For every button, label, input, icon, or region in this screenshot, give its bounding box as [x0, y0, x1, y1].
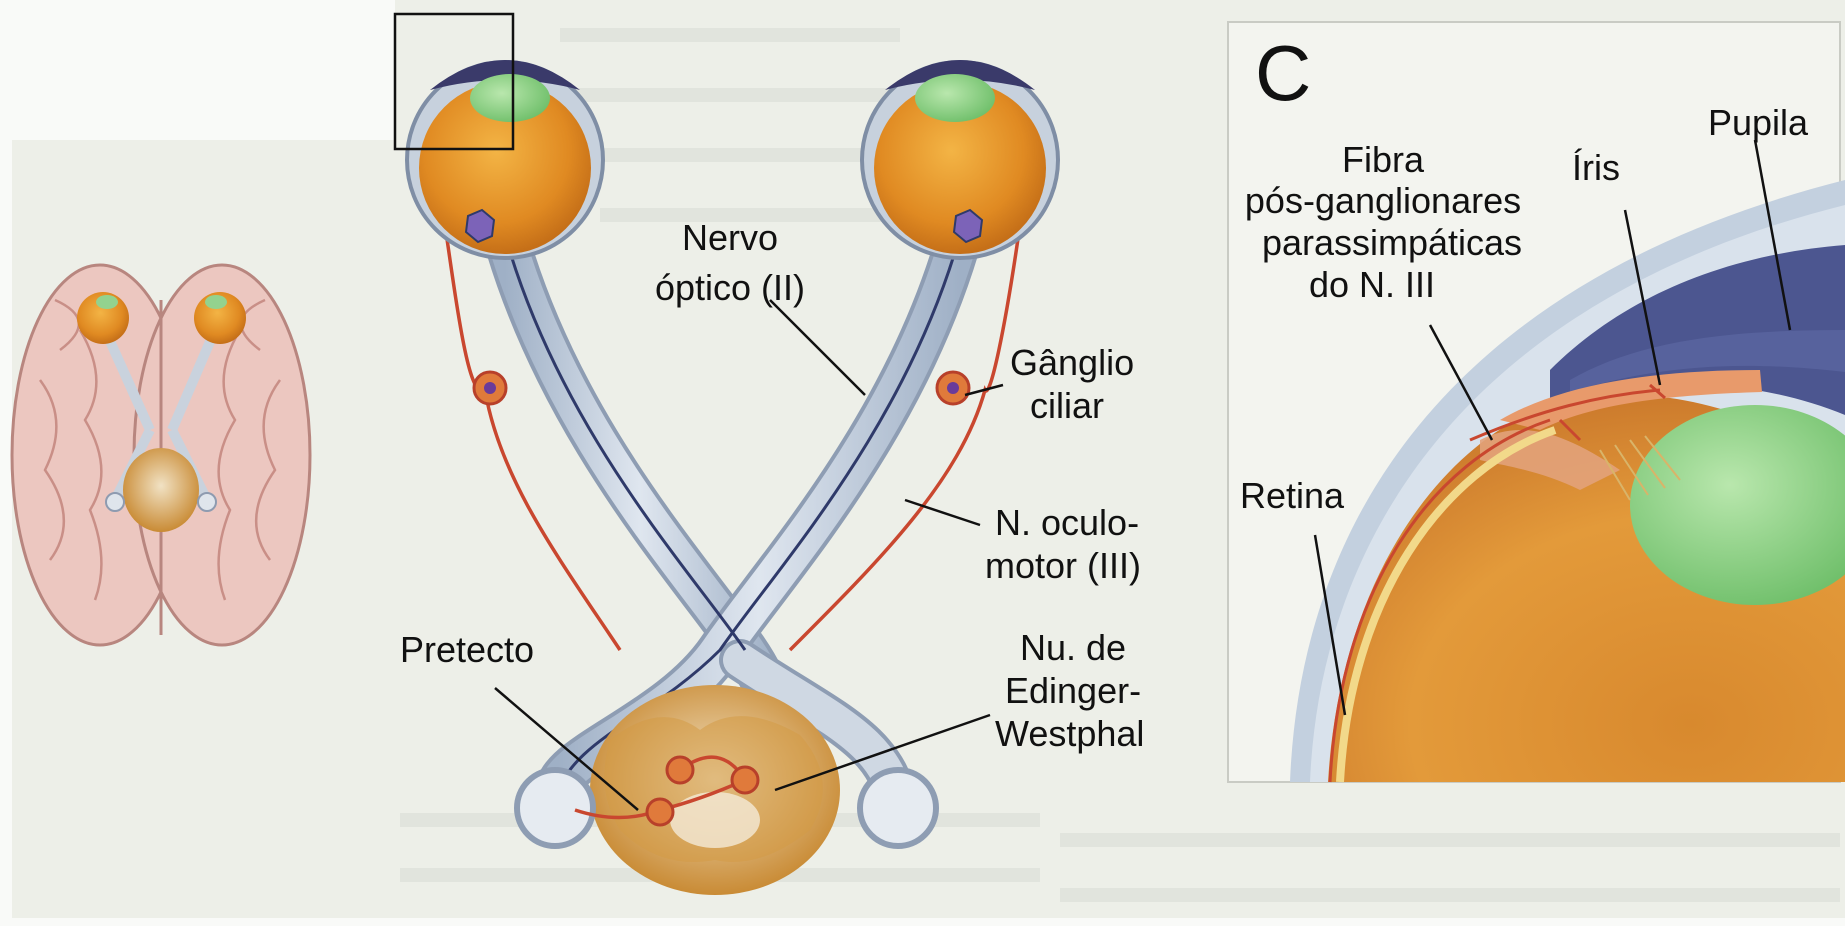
brain-overview	[12, 265, 310, 645]
label-ganglio-1: Gânglio	[1010, 342, 1134, 383]
left-eyeball	[407, 60, 603, 258]
label-fibra-1: Fibra	[1342, 139, 1425, 180]
label-oculomotor-2: motor (III)	[985, 545, 1141, 586]
label-nervo-optico-1: Nervo	[682, 217, 778, 258]
label-edinger-2: Edinger-	[1005, 670, 1141, 711]
label-fibra-3: parassimpáticas	[1262, 222, 1522, 263]
white-edge-left	[0, 140, 12, 926]
optic-tract-left-end	[517, 770, 593, 846]
label-edinger-1: Nu. de	[1020, 627, 1126, 668]
label-edinger-3: Westphal	[995, 713, 1144, 754]
right-eyeball	[862, 60, 1058, 258]
label-nervo-optico-2: óptico (II)	[655, 267, 805, 308]
label-retina: Retina	[1240, 475, 1345, 516]
brain-midbrain	[123, 448, 199, 532]
optic-tract-right-end	[860, 770, 936, 846]
panel-c-letter: C	[1255, 29, 1311, 117]
label-fibra-4: do N. III	[1309, 264, 1435, 305]
white-corner-top-left	[0, 0, 395, 140]
label-ganglio-2: ciliar	[1030, 385, 1104, 426]
label-pretecto: Pretecto	[400, 629, 534, 670]
label-iris: Íris	[1572, 147, 1620, 188]
label-oculomotor-1: N. oculo-	[995, 502, 1139, 543]
midbrain-section	[590, 685, 840, 895]
label-pupila: Pupila	[1708, 102, 1809, 143]
label-fibra-2: pós-ganglionares	[1245, 180, 1521, 221]
white-edge-bottom	[0, 918, 1845, 926]
